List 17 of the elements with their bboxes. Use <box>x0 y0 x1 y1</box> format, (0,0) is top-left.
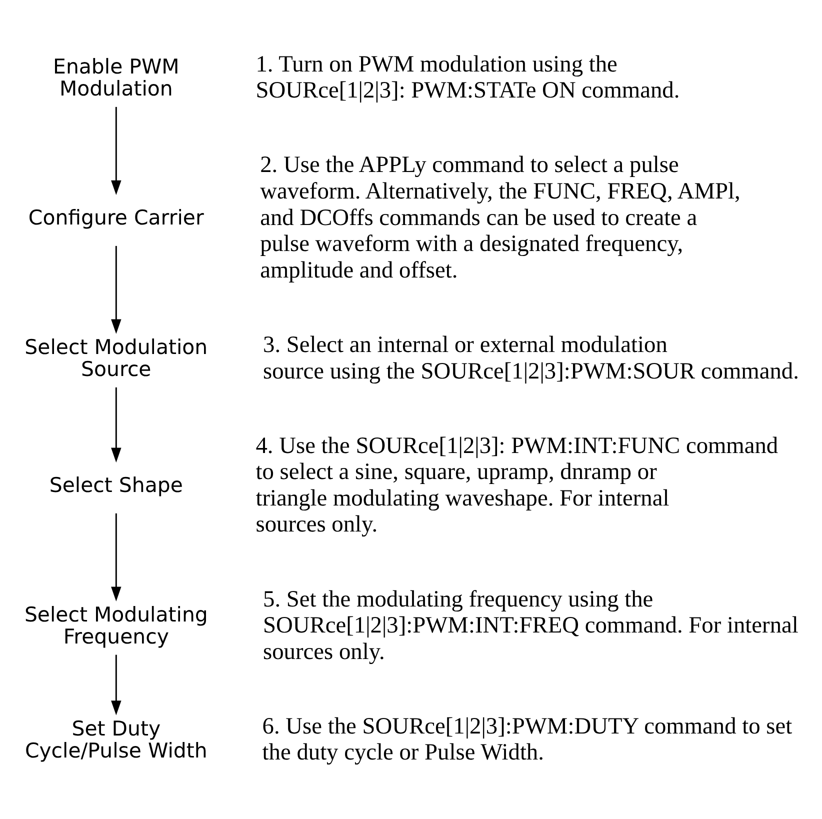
arrow <box>111 106 122 195</box>
node-text: Select Modulation Source <box>24 334 208 380</box>
node-label: 6. Use the SOURce[1|2|3]:PWM:DUTY command to set the duty cycle or Pulse Width. <box>262 712 792 766</box>
node-label: 1. Turn on PWM modulation using the SOURce[1|2|3]: PWM:STATe ON command. <box>256 50 680 104</box>
node-text: Select Shape <box>49 472 183 497</box>
node-text: Configure Carrier <box>28 205 204 230</box>
node-label: 4. Use the SOURce[1|2|3]: PWM:INT:FUNC command to select a sine, square, upramp, dnramp or triangle modulating waveshape. For internal sources only. <box>256 432 778 538</box>
node-text: Enable PWM Modulation <box>53 54 180 100</box>
node-label: 2. Use the APPLy command to select a pulse waveform. Alternatively, the FUNC, FREQ, AMPl, and DCOffs commands can be used to create a pulse waveform with a designated frequency, amplitude and offset. <box>260 152 740 283</box>
arrow <box>111 386 122 462</box>
arrow <box>111 654 122 715</box>
node-label: 5. Set the modulating frequency using the SOURce[1|2|3]:PWM:INT:FREQ command. For internal sources only. <box>263 586 798 664</box>
node-text: Select Modulating Frequency <box>24 602 208 648</box>
arrow <box>111 512 122 601</box>
arrow <box>111 245 122 334</box>
node-label: 3. Select an internal or external modulation source using the SOURce[1|2|3]:PWM:SOUR command. <box>263 331 799 384</box>
node-text: Set Duty Cycle/Pulse Width <box>24 716 208 762</box>
